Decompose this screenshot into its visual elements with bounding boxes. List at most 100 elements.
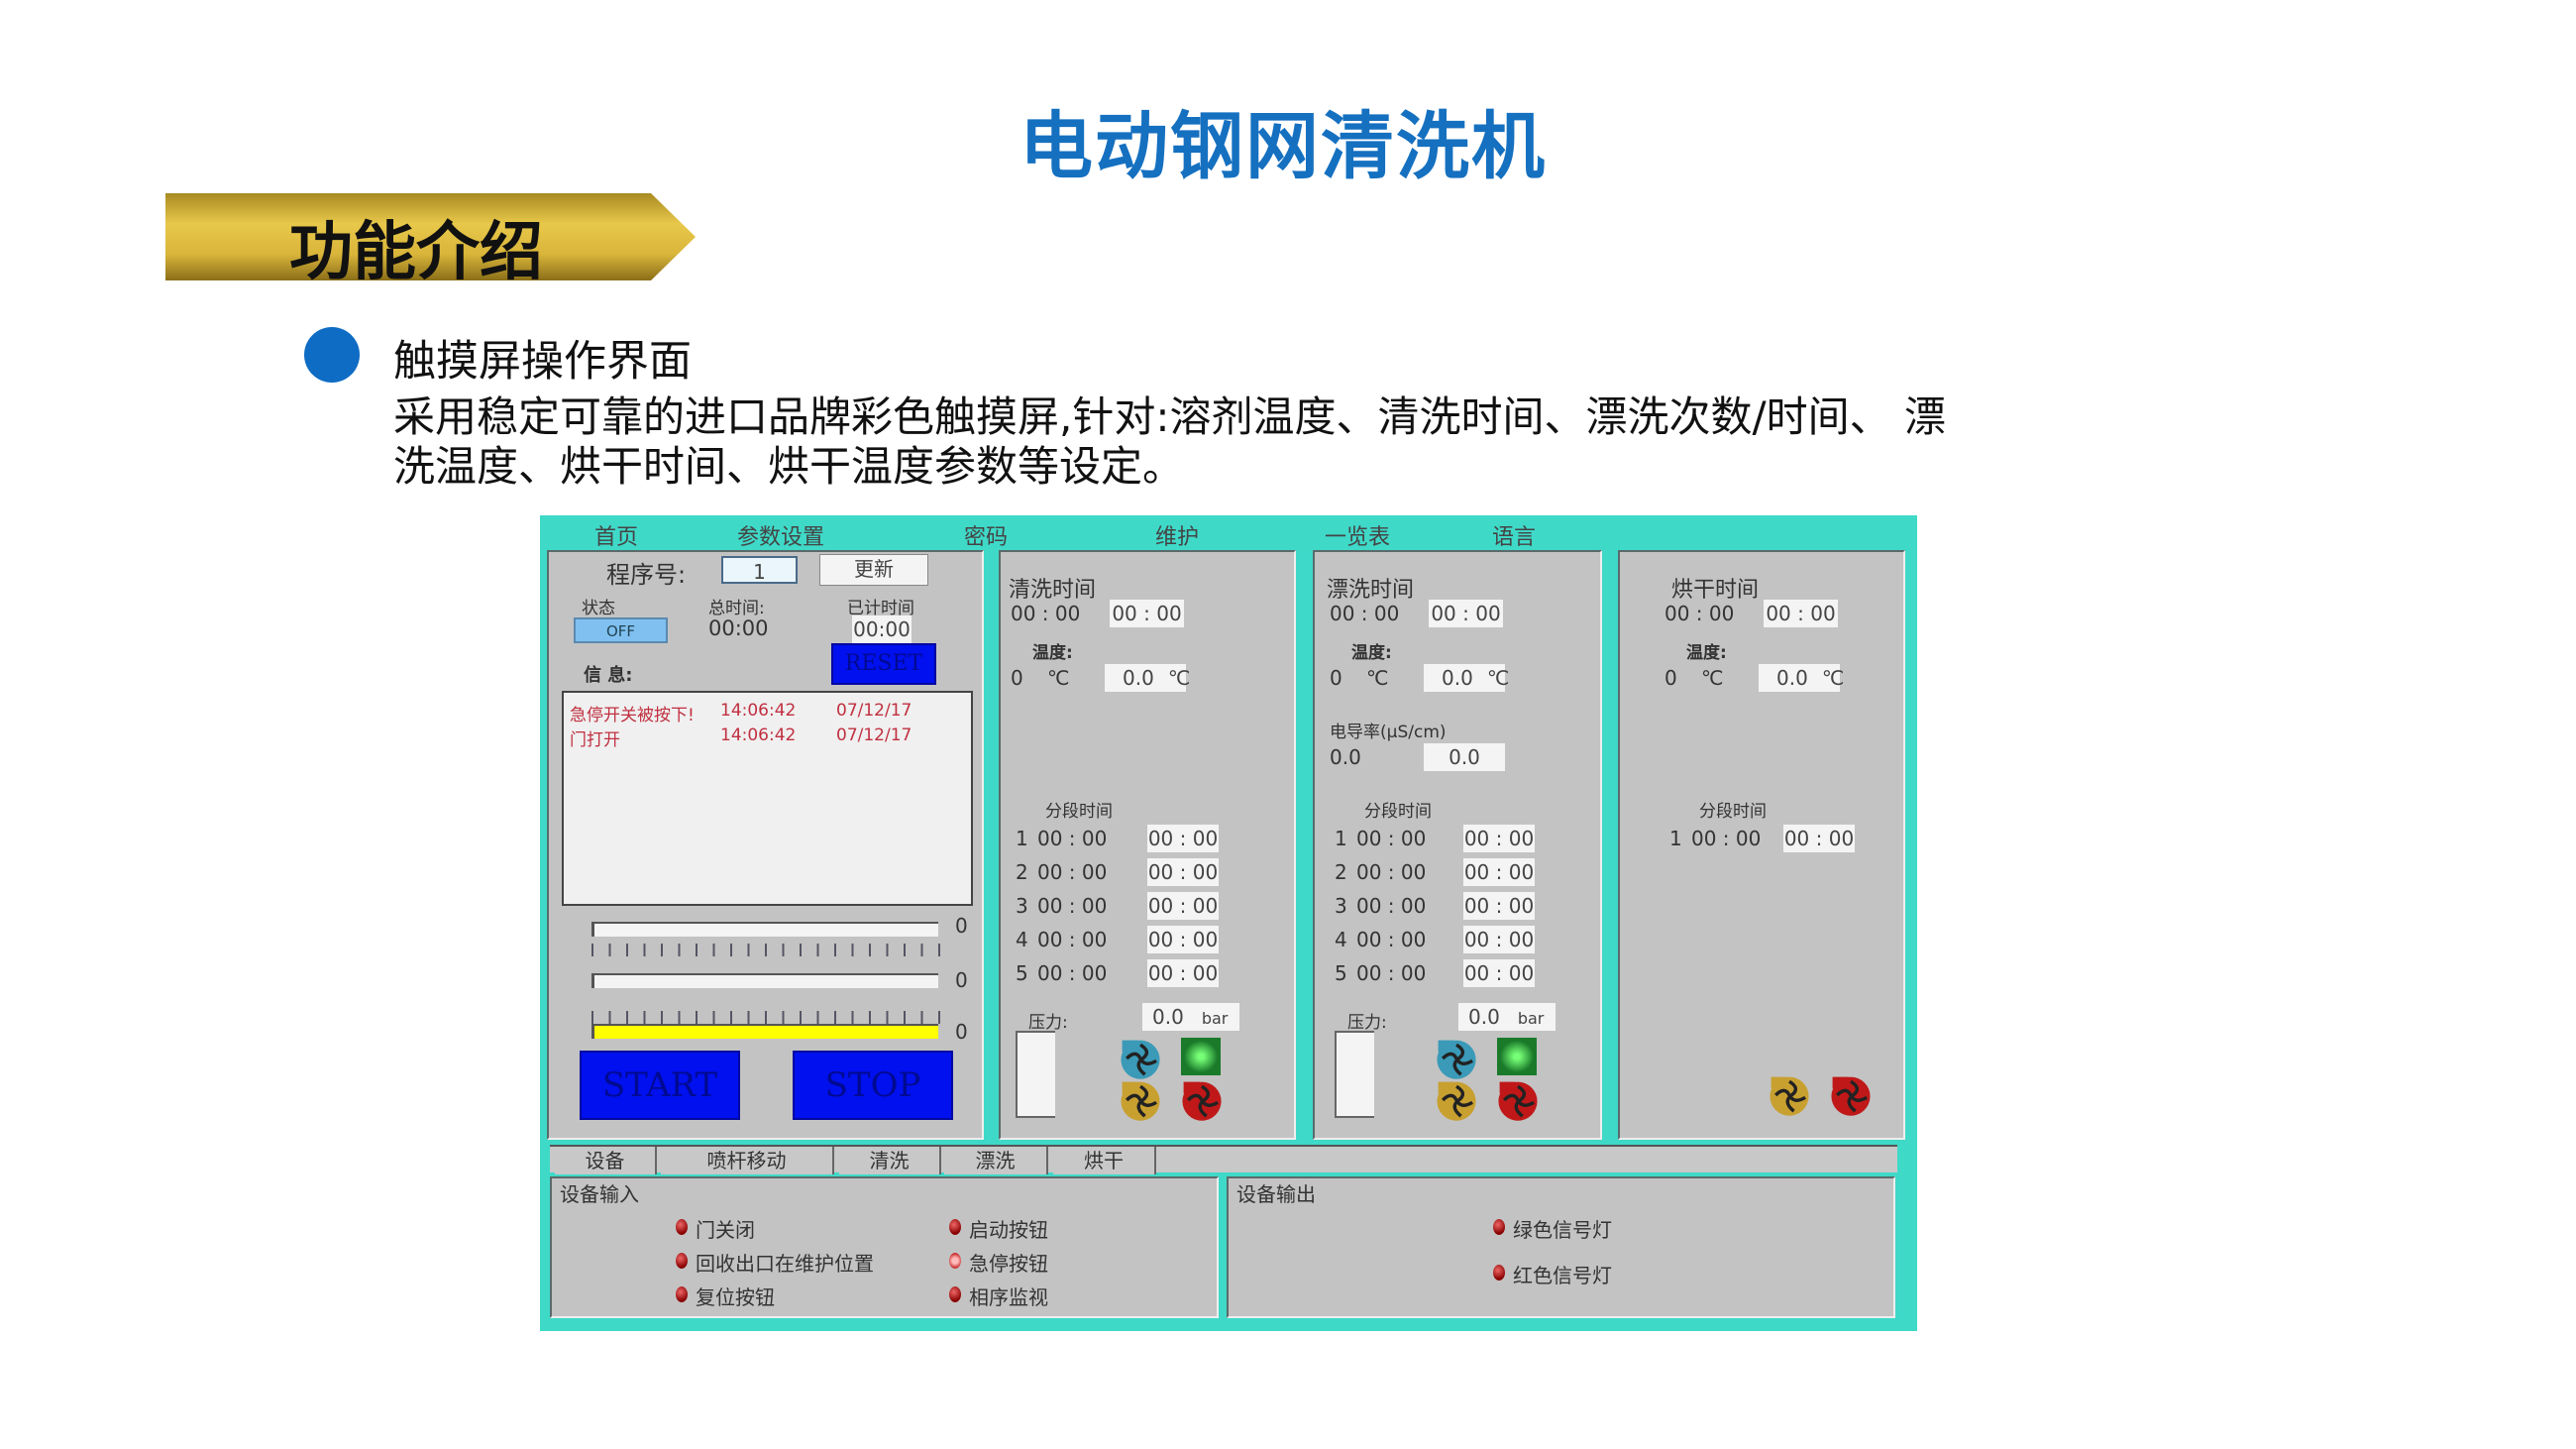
segment-set-input[interactable]: 00 : 00	[1463, 959, 1535, 987]
tab-wash[interactable]: 清洗	[839, 1147, 941, 1174]
status-label: 状态	[582, 599, 615, 618]
segment-actual: 00 : 00	[1037, 961, 1108, 985]
segment-number: 4	[1016, 928, 1028, 951]
elapsed-value: 00:00	[852, 615, 912, 643]
segment-number: 2	[1335, 860, 1347, 884]
tab-equipment[interactable]: 设备	[555, 1147, 657, 1174]
total-time-label: 总时间:	[708, 599, 765, 618]
tank-level-gauge	[1016, 1031, 1055, 1118]
segment-set-input[interactable]: 00 : 00	[1147, 892, 1219, 920]
pump-red-icon	[1498, 1081, 1538, 1121]
temp-unit: ℃	[1047, 666, 1070, 690]
tab-dry[interactable]: 烘干	[1053, 1147, 1156, 1174]
segment-actual: 00 : 00	[1037, 860, 1108, 884]
time-set-input[interactable]: 00 : 00	[1429, 600, 1503, 627]
tab-bar: 设备 喷杆移动 清洗 漂洗 烘干	[550, 1145, 1897, 1174]
tab-spray-bar[interactable]: 喷杆移动	[661, 1147, 834, 1174]
progress-scale	[591, 944, 940, 956]
conductivity-set-input[interactable]: 0.0	[1424, 743, 1505, 771]
segment-set-input[interactable]: 00 : 00	[1147, 926, 1219, 953]
pressure-unit: bar	[1201, 1009, 1229, 1028]
segment-set-input[interactable]: 00 : 00	[1147, 959, 1219, 987]
segment-actual: 00 : 00	[1037, 827, 1108, 850]
pump-blue-icon	[1121, 1040, 1160, 1079]
temp-label: 温度:	[1351, 643, 1392, 663]
pressure-display: 0.0 bar	[1142, 1003, 1239, 1031]
reset-button[interactable]: RESET	[831, 643, 936, 685]
temp-actual: 0	[1011, 666, 1023, 690]
nav-maintenance[interactable]: 维护	[1154, 525, 1200, 550]
temp-unit: ℃	[1701, 666, 1724, 690]
temp-set-input[interactable]: 0.0℃	[1424, 664, 1509, 692]
heater-green-icon	[1497, 1038, 1537, 1075]
device-outputs-title: 设备输出	[1236, 1182, 1316, 1206]
output-label: 红色信号灯	[1513, 1264, 1612, 1287]
segment-number: 1	[1335, 827, 1347, 850]
temp-set-input[interactable]: 0.0℃	[1759, 664, 1844, 692]
segment-set-input[interactable]: 00 : 00	[1463, 825, 1535, 852]
pressure-label: 压力:	[1347, 1013, 1387, 1033]
segment-label: 分段时间	[1699, 802, 1767, 822]
segment-number: 2	[1016, 860, 1028, 884]
segment-set-input[interactable]: 00 : 00	[1147, 825, 1219, 852]
segment-actual: 00 : 00	[1691, 827, 1762, 850]
progress-scale	[591, 1011, 940, 1024]
input-label: 复位按钮	[696, 1285, 775, 1309]
message-date: 07/12/17	[836, 725, 912, 745]
temp-actual: 0	[1330, 666, 1342, 690]
segment-set-input[interactable]: 00 : 00	[1463, 892, 1535, 920]
description-line: 采用稳定可靠的进口品牌彩色触摸屏,针对:溶剂温度、清洗时间、漂洗次数/时间、 漂	[393, 392, 1947, 441]
segment-number: 3	[1335, 894, 1347, 918]
elapsed-label: 已计时间	[847, 599, 914, 618]
time-set-input[interactable]: 00 : 00	[1764, 600, 1838, 627]
tank-level-gauge	[1335, 1031, 1374, 1118]
progress-value-1: 0	[955, 914, 968, 938]
nav-language[interactable]: 语言	[1491, 525, 1537, 550]
nav-password[interactable]: 密码	[963, 525, 1009, 550]
segment-actual: 00 : 00	[1356, 894, 1427, 918]
temp-set-input[interactable]: 0.0℃	[1105, 664, 1190, 692]
nav-overview[interactable]: 一览表	[1324, 525, 1391, 550]
segment-actual: 00 : 00	[1356, 860, 1427, 884]
stop-button[interactable]: STOP	[793, 1051, 953, 1120]
temp-set-value: 0.0	[1442, 666, 1473, 690]
input-indicator-icon	[676, 1219, 688, 1235]
program-label: 程序号:	[606, 561, 687, 589]
pressure-unit: bar	[1517, 1009, 1545, 1028]
segment-set-input[interactable]: 00 : 00	[1147, 858, 1219, 886]
segment-set-input[interactable]: 00 : 00	[1463, 926, 1535, 953]
input-indicator-icon	[949, 1253, 961, 1269]
program-input[interactable]: 1	[721, 556, 798, 584]
device-inputs-title: 设备输入	[560, 1182, 639, 1206]
start-button[interactable]: START	[580, 1051, 740, 1120]
temp-label: 温度:	[1686, 643, 1727, 663]
tab-rinse[interactable]: 漂洗	[944, 1147, 1048, 1174]
input-label: 门关闭	[696, 1218, 755, 1242]
panel-title: 烘干时间	[1671, 578, 1760, 603]
status-toggle[interactable]: OFF	[574, 617, 668, 643]
segment-actual: 00 : 00	[1356, 961, 1427, 985]
segment-set-input[interactable]: 00 : 00	[1783, 825, 1855, 852]
input-label: 回收出口在维护位置	[696, 1252, 874, 1276]
total-time-value: 00:00	[708, 616, 769, 640]
segment-number: 1	[1669, 827, 1682, 850]
pressure-label: 压力:	[1028, 1013, 1068, 1033]
temp-unit: ℃	[1167, 666, 1191, 690]
panel-title: 漂洗时间	[1327, 578, 1415, 603]
nav-parameters[interactable]: 参数设置	[736, 525, 825, 550]
update-button[interactable]: 更新	[819, 554, 928, 586]
progress-bar-1	[591, 922, 938, 937]
nav-home[interactable]: 首页	[593, 525, 639, 550]
segment-label: 分段时间	[1364, 802, 1432, 822]
segment-set-input[interactable]: 00 : 00	[1463, 858, 1535, 886]
progress-value-3: 0	[955, 1020, 968, 1044]
time-set-input[interactable]: 00 : 00	[1110, 600, 1184, 627]
segment-actual: 00 : 00	[1356, 928, 1427, 951]
message-date: 07/12/17	[836, 701, 912, 721]
pressure-value: 0.0	[1152, 1005, 1184, 1029]
bullet-heading: 触摸屏操作界面	[393, 337, 692, 387]
temp-label: 温度:	[1032, 643, 1073, 663]
